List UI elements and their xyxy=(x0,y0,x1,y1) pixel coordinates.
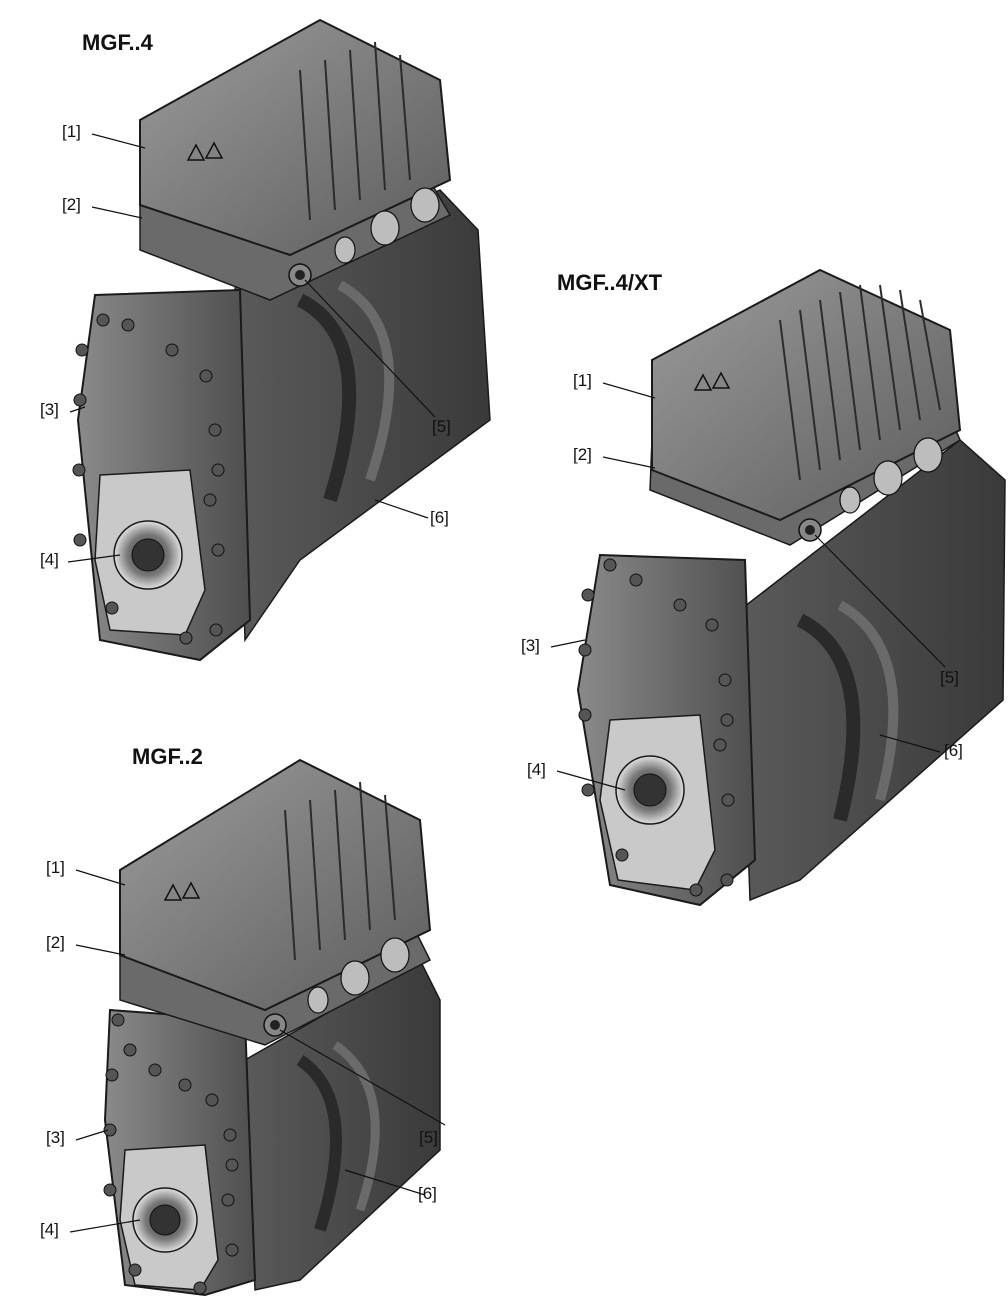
callout-flange: [4] xyxy=(40,550,59,569)
leader-lines xyxy=(67,133,946,1233)
figure-title-mgf4xt: MGF..4/XT xyxy=(557,270,663,295)
callout-flange: [4] xyxy=(527,760,546,779)
callout-shaft: [6] xyxy=(418,1184,437,1203)
callout-gear-housing: [3] xyxy=(40,400,59,419)
callout-connector: [5] xyxy=(940,668,959,687)
callout-connection-box: [2] xyxy=(46,933,65,952)
callout-connection-box: [2] xyxy=(573,445,592,464)
cover-mgf4 xyxy=(139,18,452,257)
callout-cover: [1] xyxy=(46,858,65,877)
callout-gear-housing: [3] xyxy=(521,636,540,655)
unit-mgf2 xyxy=(103,758,441,1297)
callout-connector: [5] xyxy=(432,417,451,436)
callout-flange: [4] xyxy=(40,1220,59,1239)
callout-gear-housing: [3] xyxy=(46,1128,65,1147)
callout-shaft: [6] xyxy=(944,741,963,760)
callout-connection-box: [2] xyxy=(62,195,81,214)
figure-title-mgf4: MGF..4 xyxy=(82,30,153,55)
callout-cover: [1] xyxy=(573,371,592,390)
unit-mgf4 xyxy=(72,18,491,662)
callout-connector: [5] xyxy=(419,1128,438,1147)
figure-title-mgf2: MGF..2 xyxy=(132,744,203,769)
cover-mgf2 xyxy=(119,758,432,1012)
callout-shaft: [6] xyxy=(430,508,449,527)
cover-mgf4xt xyxy=(651,268,962,522)
callout-cover: [1] xyxy=(62,122,81,141)
unit-mgf4xt xyxy=(576,268,1006,907)
